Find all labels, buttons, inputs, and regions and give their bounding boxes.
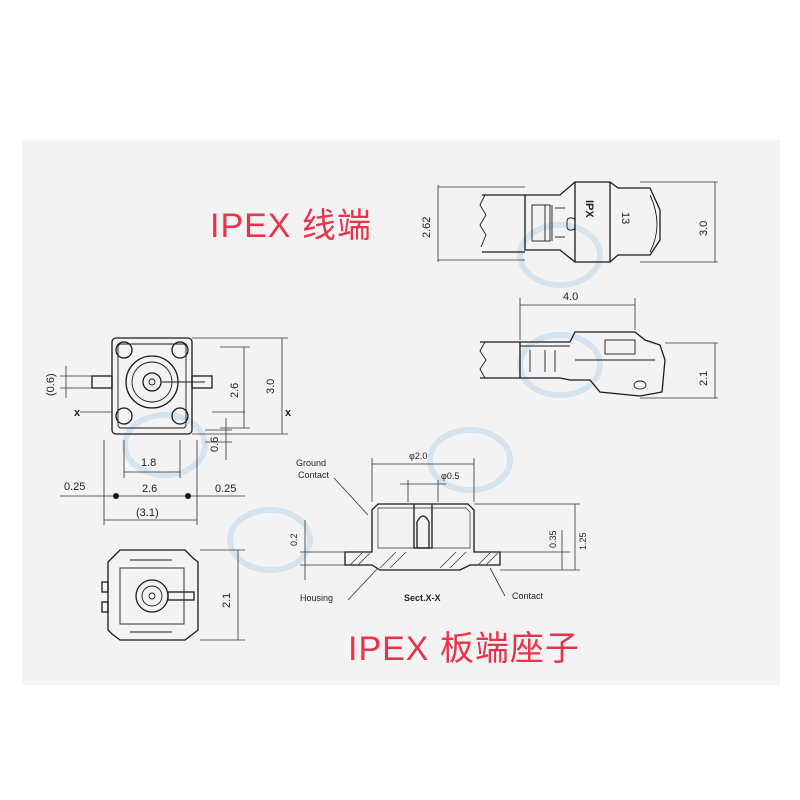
- dim-0-25-right: 0.25: [215, 483, 236, 495]
- dim-0-6-paren: (0.6): [45, 373, 57, 396]
- dim-dia-0-5: φ0.5: [441, 471, 459, 481]
- section-dimensions: [300, 458, 580, 601]
- dim-3-0-right: 3.0: [698, 221, 710, 236]
- title-cable-end: IPEX 线端: [210, 207, 372, 245]
- dim-2-62: 2.62: [421, 217, 433, 238]
- background-panel: [22, 140, 780, 685]
- cable-end-side-view: [479, 331, 666, 397]
- dim-0-6: 0.6: [209, 437, 221, 452]
- board-end-top-dimensions: [60, 337, 288, 525]
- watermark-logo: [122, 222, 603, 573]
- board-bottom-dimensions: [200, 549, 245, 641]
- label-section: Sect.X-X: [404, 593, 441, 603]
- dim-1-25: 1.25: [578, 532, 588, 550]
- dim-4-0: 4.0: [563, 291, 578, 303]
- dim-0-25-left: 0.25: [64, 481, 85, 493]
- dim-2-1-side: 2.1: [698, 371, 710, 386]
- section-mark-right: x: [285, 407, 292, 419]
- cable-marking-brand: IPX: [583, 200, 595, 218]
- dim-3-0-board: 3.0: [265, 379, 277, 394]
- board-end-top-view: [91, 337, 213, 435]
- dim-0-35: 0.35: [548, 530, 558, 548]
- section-mark-left: x: [74, 407, 81, 419]
- dim-1-8: 1.8: [141, 457, 156, 469]
- title-board-end: IPEX 板端座子: [348, 630, 580, 668]
- dim-dia-2-0: φ2.0: [409, 451, 427, 461]
- cable-marking-number: 13: [619, 212, 631, 224]
- cable-side-dimensions: [519, 298, 718, 399]
- cable-end-top-view: [479, 181, 661, 263]
- cable-end-dimensions: [437, 181, 718, 263]
- label-ground: Ground: [296, 458, 326, 468]
- label-contact-top: Contact: [298, 470, 330, 480]
- dim-2-1-bottom: 2.1: [221, 593, 233, 608]
- dim-0-2: 0.2: [289, 533, 299, 546]
- dim-3-1-paren: (3.1): [136, 507, 159, 519]
- dim-2-6-vertical: 2.6: [229, 383, 241, 398]
- label-housing: Housing: [300, 593, 333, 603]
- dim-2-6-horizontal: 2.6: [142, 483, 157, 495]
- label-contact: Contact: [512, 591, 544, 601]
- board-end-bottom-view: [101, 549, 199, 641]
